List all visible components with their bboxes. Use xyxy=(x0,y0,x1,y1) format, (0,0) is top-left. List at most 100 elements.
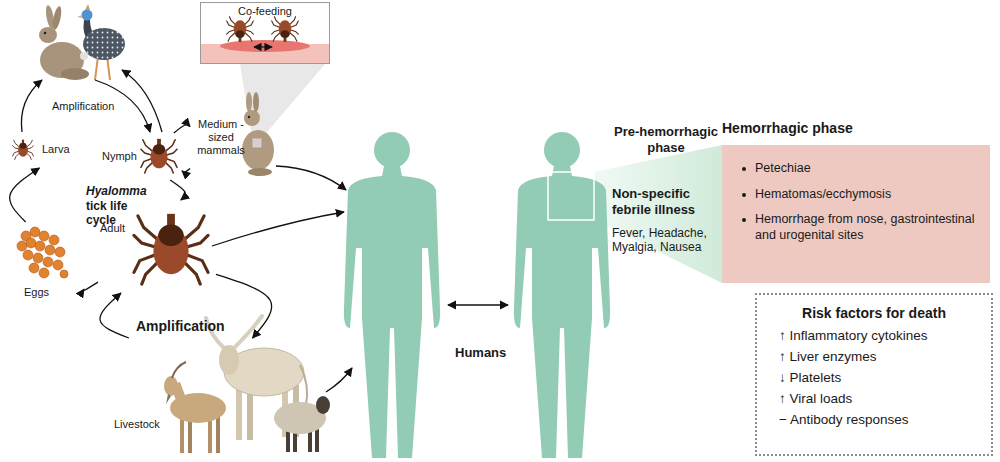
sheep-part xyxy=(315,428,319,452)
zoom-fan xyxy=(594,145,722,283)
guinea-fowl-part xyxy=(77,15,82,18)
transmission-arrow-part xyxy=(212,212,344,246)
transmission-arrow-part xyxy=(326,368,352,392)
human-figure xyxy=(344,132,440,458)
label-holder: Fever, Headache, Myalgia, Nausea xyxy=(612,226,718,255)
figure-label: Eggs xyxy=(24,286,94,299)
medium-hare-part xyxy=(244,110,260,126)
symptom-box: Hemorrhagic phasePetechiaeHematomas/ecch… xyxy=(722,145,990,283)
transmission-arrow-part xyxy=(122,70,162,132)
egg-cluster-part xyxy=(33,253,43,263)
transmission-arrow xyxy=(21,70,508,392)
goat-part xyxy=(180,416,184,453)
symptom-text: Petechiae xyxy=(755,161,811,177)
symptom-text: Hemorrhage from nose, gastrointestinal a… xyxy=(755,212,976,243)
sheep xyxy=(274,396,330,452)
inset-skin-part xyxy=(272,17,299,42)
transmission-arrow-part xyxy=(448,304,508,305)
inset-skin xyxy=(201,17,329,63)
inset-skin-part xyxy=(201,44,329,63)
label-holder: Amplification xyxy=(52,100,124,113)
inset-skin-part xyxy=(227,17,254,42)
label-holder: Amplification xyxy=(136,318,246,335)
inset-title: Co-feeding xyxy=(201,5,329,18)
figure-label: Medium -sized mammals xyxy=(196,118,246,158)
transmission-arrow-part xyxy=(276,166,346,190)
egg-cluster-part xyxy=(30,227,40,237)
medium-hare-part xyxy=(248,168,272,176)
diagram-label: Humans xyxy=(455,345,511,361)
egg-cluster-part xyxy=(29,263,39,273)
tick-stage: Larva xyxy=(8,132,110,168)
label-holder: Hyalomma xyxy=(86,184,156,198)
zoom-wedge xyxy=(240,64,325,138)
host-group: Livestock xyxy=(112,338,338,458)
label-holder: tick life cycle xyxy=(86,199,142,228)
medium-hare xyxy=(242,92,274,176)
life-cycle-arrow xyxy=(83,282,98,290)
risk-title: Risk factors for death xyxy=(769,305,979,321)
life-cycle-arrow xyxy=(182,168,190,172)
egg-cluster-part xyxy=(53,260,63,270)
phase-heading: Hemorrhagic phase xyxy=(722,120,853,136)
diagram-label: Amplification xyxy=(52,100,124,113)
goat-part xyxy=(216,416,220,453)
diagram-label: Non-specific febrile illness xyxy=(612,186,716,217)
cow-part xyxy=(300,365,307,405)
bullet-dot xyxy=(742,193,746,197)
egg-cluster-part xyxy=(49,235,59,245)
egg-cluster-part xyxy=(35,241,45,251)
risk-box: Risk factors for death↑ Inflammatory cyt… xyxy=(755,293,993,456)
adult-tick xyxy=(134,214,208,284)
goat-part xyxy=(172,362,186,378)
small-hare-part xyxy=(80,52,88,60)
medium-hare-part xyxy=(252,138,262,148)
risk-factor: ↓ Platelets xyxy=(779,368,979,389)
bullet-dot xyxy=(742,167,746,171)
medium-hare-part xyxy=(248,116,250,118)
guinea-fowl-part xyxy=(85,4,90,10)
host-group: Medium -sized mammals xyxy=(190,100,274,178)
goat xyxy=(164,362,226,453)
egg-cluster xyxy=(17,227,68,278)
label-holder: Humans xyxy=(455,345,511,361)
risk-factor: ↑ Viral loads xyxy=(779,389,979,410)
bullet-item: Petechiae xyxy=(742,161,976,177)
bullet-item: Hemorrhage from nose, gastrointestinal a… xyxy=(742,212,976,243)
skin-focus-box xyxy=(548,172,594,220)
egg-cluster-part xyxy=(23,250,33,260)
diagram-label: tick life cycle xyxy=(86,199,142,228)
risk-factor: ↑ Liver enzymes xyxy=(779,347,979,368)
figure-label: Nymph xyxy=(102,150,184,163)
guinea-fowl-part xyxy=(83,28,125,60)
egg-cluster-part xyxy=(43,257,53,267)
life-cycle-arrow xyxy=(10,168,40,222)
risk-factor: − Antibody responses xyxy=(779,410,979,431)
diagram-label: Amplification xyxy=(136,318,246,335)
tick-stage: Nymph xyxy=(100,133,182,180)
inset-skin-part xyxy=(220,40,310,52)
goat-part xyxy=(164,376,178,396)
diagram-label: Fever, Headache, Myalgia, Nausea xyxy=(612,226,718,255)
medium-hare-part xyxy=(253,92,259,112)
human-figure xyxy=(514,132,610,458)
medium-hare-part xyxy=(246,92,252,112)
larva-tick xyxy=(13,140,34,160)
tick-stage: Eggs xyxy=(14,222,84,303)
egg-cluster-part xyxy=(60,270,68,278)
diagram-label: Hyalomma xyxy=(86,184,156,198)
diagram-label: Pre-hemorrhagic phase xyxy=(612,124,720,155)
small-hare-part xyxy=(61,68,89,80)
egg-cluster-part xyxy=(45,245,55,255)
transmission-arrow-part xyxy=(21,80,42,132)
egg-cluster-part xyxy=(17,241,27,251)
life-cycle-arrow xyxy=(174,125,190,133)
life-cycle-arrow xyxy=(100,293,129,338)
label-holder: Pre-hemorrhagic phase xyxy=(612,124,720,155)
egg-cluster-part xyxy=(39,231,49,241)
sheep-part xyxy=(316,396,330,414)
small-hare xyxy=(39,5,89,80)
egg-cluster-part xyxy=(26,238,36,248)
